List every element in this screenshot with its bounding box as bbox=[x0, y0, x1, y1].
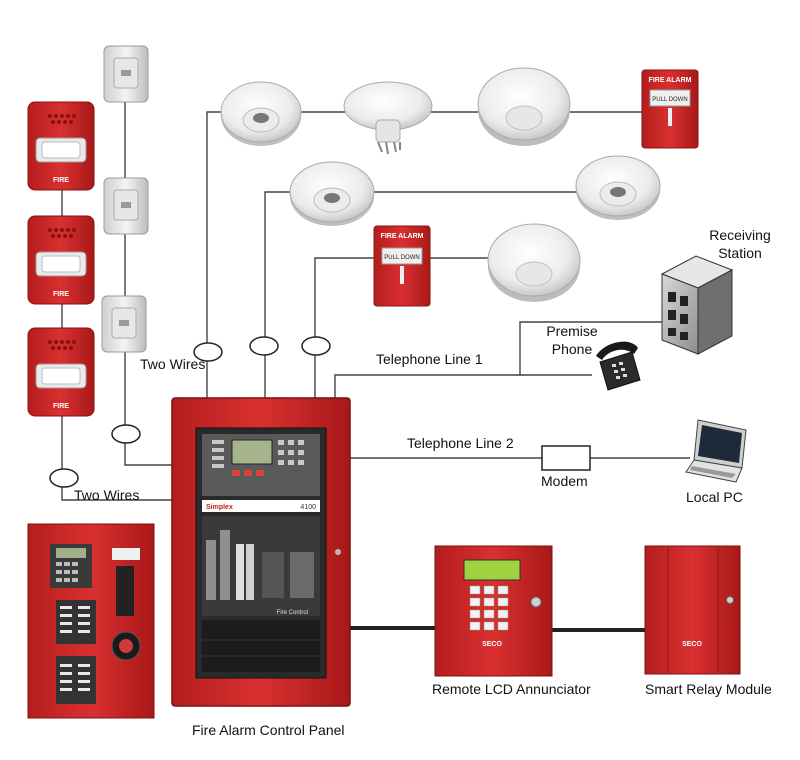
speaker-device bbox=[103, 177, 149, 235]
wire-detector-loop-1 bbox=[206, 111, 642, 398]
smoke-detector bbox=[220, 81, 302, 146]
remote-lcd-annunciator-label: Remote LCD Annunciator bbox=[432, 681, 591, 697]
wire-marker bbox=[249, 336, 279, 356]
smoke-detector bbox=[575, 155, 661, 220]
horn-strobe-label: FIRE bbox=[53, 177, 69, 184]
premise-phone-label: Premise Phone bbox=[546, 323, 598, 357]
horn-strobe-device: FIRE bbox=[27, 327, 95, 417]
fire-alarm-control-panel-label: Fire Alarm Control Panel bbox=[192, 722, 345, 738]
annunciator-brand: SECO bbox=[482, 641, 502, 648]
pull-station-top-label: FIRE ALARM bbox=[381, 233, 424, 240]
horn-strobe-column: FIRE FIRE FIRE bbox=[27, 101, 95, 417]
wire-marker bbox=[111, 424, 141, 444]
premise-phone bbox=[596, 341, 641, 391]
two-wires-label-top: Two Wires bbox=[140, 356, 206, 372]
speaker-device bbox=[101, 295, 147, 353]
horn-strobe-label: FIRE bbox=[53, 291, 69, 298]
relay-brand: SECO bbox=[682, 641, 702, 648]
telephone-line-1-label: Telephone Line 1 bbox=[376, 351, 483, 367]
wire-detector-loop-2 bbox=[264, 191, 580, 398]
horn-strobe-device: FIRE bbox=[27, 101, 95, 191]
wire-marker bbox=[193, 342, 223, 362]
receiving-station-building bbox=[660, 255, 734, 355]
remote-lcd-annunciator-device: SECO bbox=[434, 545, 553, 677]
telephone-line-2-label: Telephone Line 2 bbox=[407, 435, 514, 451]
wire-markers bbox=[49, 336, 331, 488]
panel-brand: Simplex bbox=[206, 504, 233, 511]
horn-strobe-label: FIRE bbox=[53, 403, 69, 410]
pull-station-bottom-label: PULL DOWN bbox=[384, 255, 419, 261]
pull-station: FIRE ALARM PULL DOWN bbox=[641, 69, 699, 149]
panel-model: 4100 bbox=[300, 504, 316, 511]
pull-station-bottom-label: PULL DOWN bbox=[652, 97, 687, 103]
smart-relay-module-device: SECO bbox=[644, 545, 741, 675]
modem-label: Modem bbox=[541, 473, 588, 489]
pull-station: FIRE ALARM PULL DOWN bbox=[373, 225, 431, 307]
local-pc-label: Local PC bbox=[686, 489, 743, 505]
receiving-station-label: Receiving Station bbox=[709, 227, 771, 261]
wire-annunciator-link bbox=[350, 626, 645, 632]
smoke-detector bbox=[487, 223, 581, 302]
panel-section-label: Fire Control bbox=[277, 610, 308, 616]
pull-station-top-label: FIRE ALARM bbox=[649, 77, 692, 84]
two-wires-label-bottom: Two Wires bbox=[74, 487, 140, 503]
wire-marker bbox=[301, 336, 331, 356]
laptop-icon bbox=[685, 419, 747, 483]
speaker-column bbox=[101, 45, 149, 353]
smart-relay-module-label: Smart Relay Module bbox=[645, 681, 772, 697]
graphic-annunciator-panel bbox=[27, 523, 155, 719]
wire-speaker-loop bbox=[124, 90, 172, 466]
wire-marker bbox=[49, 468, 79, 488]
heat-detector bbox=[343, 81, 433, 155]
detectors bbox=[220, 67, 661, 302]
speaker-device bbox=[103, 45, 149, 103]
smoke-detector bbox=[477, 67, 571, 146]
horn-strobe-device: FIRE bbox=[27, 215, 95, 305]
modem-box bbox=[541, 445, 591, 471]
wire-telephone-line-1 bbox=[334, 321, 665, 398]
fire-alarm-control-panel-device: Simplex 4100 Fire Control bbox=[171, 397, 351, 707]
smoke-detector bbox=[289, 161, 375, 226]
